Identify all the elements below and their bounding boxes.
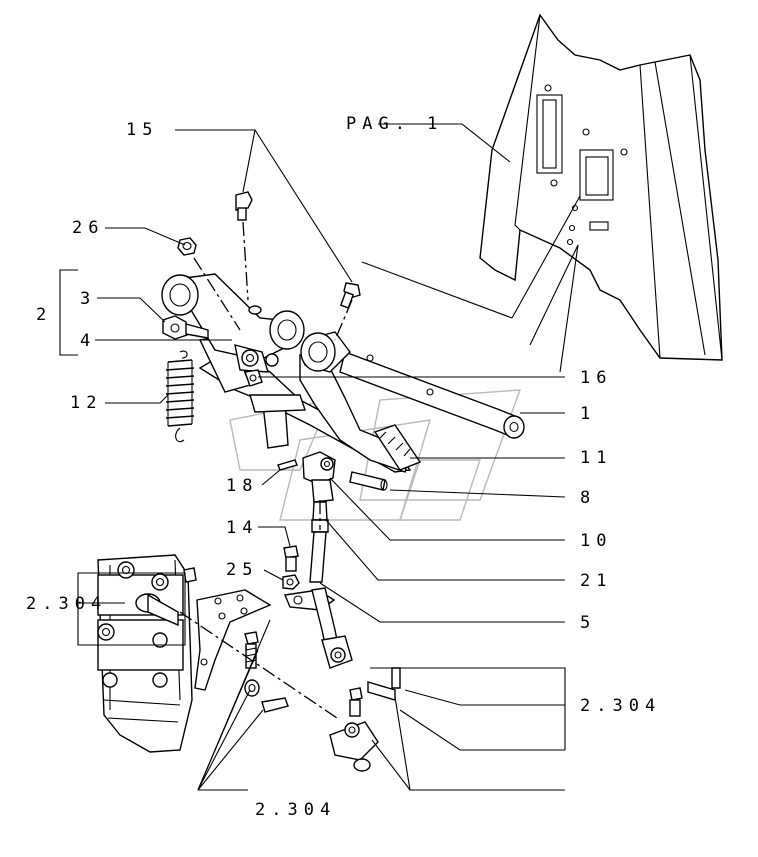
pedal-hubs: [161, 273, 351, 373]
label-4: 4: [80, 331, 96, 351]
nut-26: [177, 237, 197, 256]
tractor-frame: [479, 13, 723, 361]
label-15: 15: [126, 120, 158, 140]
label-18: 18: [226, 476, 258, 496]
brake-valve: [97, 554, 197, 753]
label-5: 5: [580, 613, 596, 633]
clevis-assembly: [277, 451, 388, 503]
pin-16: [244, 369, 263, 387]
label-21: 21: [580, 571, 612, 591]
label-12: 12: [70, 393, 102, 413]
callout-labels: 15 PAG. 1 26 2 3 4 12 16 1 11 18 8 14 10…: [26, 114, 661, 820]
label-26: 26: [72, 218, 104, 238]
nut-3: [162, 315, 209, 340]
label-11: 11: [580, 448, 612, 468]
leader-lines: [59, 123, 581, 791]
mounting-bracket: [194, 589, 272, 691]
return-spring-12: [165, 350, 195, 443]
pedal-shaft: [339, 351, 525, 439]
label-3: 3: [80, 289, 96, 309]
label-2-304-valve: 2.304: [26, 594, 107, 614]
adjusting-rod: [284, 501, 353, 669]
label-16: 16: [580, 368, 612, 388]
label-2: 2: [36, 305, 52, 325]
alignment-axes: [179, 221, 353, 721]
lower-fork: [244, 667, 401, 772]
label-14: 14: [226, 518, 258, 538]
label-8: 8: [580, 488, 596, 508]
bolts-15: [235, 191, 361, 309]
label-1: 1: [580, 404, 596, 424]
screw-14-nut-25: [282, 545, 300, 590]
label-25: 25: [226, 560, 258, 580]
label-10: 10: [580, 531, 612, 551]
label-pag-1: PAG. 1: [346, 114, 443, 134]
label-2-304-bottom: 2.304: [255, 800, 336, 820]
label-2-304-pin: 2.304: [580, 696, 661, 716]
